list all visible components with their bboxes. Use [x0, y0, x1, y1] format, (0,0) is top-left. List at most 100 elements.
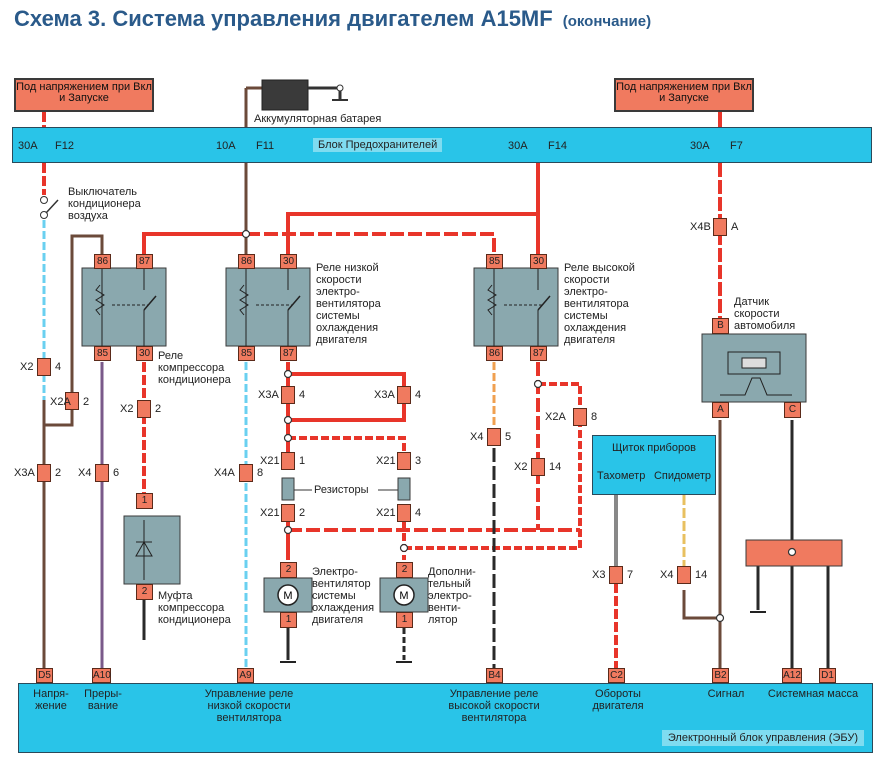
resistors-label: Резисторы: [314, 484, 369, 496]
motor-symbol: M: [399, 590, 408, 602]
ground-icons: [280, 611, 766, 663]
relay-low-pin: 85: [238, 346, 255, 361]
junction-dots: [241, 229, 797, 623]
ac-switch-icon: [40, 196, 59, 219]
connector-icon: [573, 408, 587, 426]
connector-label: X2: [120, 403, 134, 415]
connector-pin: 2: [155, 403, 162, 415]
connector-label: X4A: [214, 467, 235, 479]
fuse-block-title: Блок Предохранителей: [313, 138, 443, 152]
resistor-2-icon: [397, 477, 411, 501]
relay-low-pin: 87: [280, 346, 297, 361]
connector-pin: 3: [415, 455, 422, 467]
ecu-pin-label: Системная масса: [767, 688, 859, 700]
speed-sensor-pin: C: [784, 402, 801, 418]
power-label-right: Под напряжением при Вкл и Запуске: [614, 78, 754, 112]
diagram-title: Схема 3. Система управления двигателем A…: [14, 6, 651, 32]
relay-ac-label: Реле компрессора кондиционера: [158, 350, 231, 386]
connector-icon: [609, 566, 623, 584]
connector-label: X21: [376, 507, 396, 519]
connector-label: X21: [260, 455, 280, 467]
connector-icon: [397, 504, 411, 522]
connector-icon: [487, 428, 501, 446]
connector-label: X2A: [50, 396, 71, 408]
relay-high-label: Реле высокой скорости электро-вентилятор…: [564, 262, 635, 346]
ecu-pin: A12: [782, 668, 802, 683]
connector-pin: 14: [695, 569, 708, 581]
ecu-pin-label: Управление реле высокой скорости вентиля…: [448, 688, 540, 724]
relay-high-pin: 30: [530, 254, 547, 269]
relay-ac-pin: 85: [94, 346, 111, 361]
connector-pin: 4: [299, 389, 306, 401]
connector-label: X2: [20, 361, 34, 373]
relay-ac-icon: [81, 267, 167, 347]
connector-label: X3A: [14, 467, 35, 479]
connector-icon: [397, 452, 411, 470]
connector-pin: A: [731, 221, 739, 233]
power-label-left: Под напряжением при Вкл и Запуске: [14, 78, 154, 112]
connector-label: X3A: [258, 389, 279, 401]
connector-pin: 2: [83, 396, 90, 408]
connector-icon: [95, 464, 109, 482]
ecu-title: Электронный блок управления (ЭБУ): [661, 730, 864, 746]
connector-pin: 2: [55, 467, 62, 479]
connector-icon: [397, 386, 411, 404]
connector-icon: [37, 358, 51, 376]
relay-ac-pin: 86: [94, 254, 111, 269]
ecu-pin-label: Сигнал: [707, 688, 745, 700]
connector-label: X21: [376, 455, 396, 467]
connector-icon: [239, 464, 253, 482]
connector-pin: 8: [591, 411, 598, 423]
resistor-1-icon: [281, 477, 295, 501]
fan-main-label: Электро-вентилятор системы охлаждения дв…: [312, 566, 375, 626]
fan-main-pin: 1: [280, 612, 297, 628]
connector-label: X4B: [690, 221, 711, 233]
speed-sensor-pin: B: [712, 318, 729, 334]
relay-high-pin: 86: [486, 346, 503, 361]
compressor-clutch-icon: [123, 515, 181, 585]
connector-icon: [713, 218, 727, 236]
connector-pin: 4: [415, 507, 422, 519]
relay-high-icon: [473, 267, 559, 347]
relay-low-pin: 86: [238, 254, 255, 269]
speedometer-label: Спидометр: [653, 470, 711, 482]
motor-symbol: M: [283, 590, 292, 602]
title-main: Схема 3. Система управления двигателем A…: [14, 6, 553, 31]
fan-main-pin: 2: [280, 562, 297, 578]
connector-icon: [281, 386, 295, 404]
ecu-pin: D5: [36, 668, 53, 683]
ecu-pin-label: Управление реле низкой скорости вентилят…: [204, 688, 294, 724]
ecu-pin: A9: [237, 668, 254, 683]
relay-high-pin: 85: [486, 254, 503, 269]
fuse-rating: 30A: [18, 140, 38, 152]
connector-icon: [531, 458, 545, 476]
fuse-block: Блок Предохранителей: [12, 127, 872, 163]
fan-main-motor-icon: [263, 577, 313, 613]
relay-low-label: Реле низкой скорости электро-вентилятора…: [316, 262, 381, 346]
connector-pin: 4: [55, 361, 62, 373]
fan-aux-pin: 2: [396, 562, 413, 578]
battery-icon: [261, 79, 348, 111]
fuse-id: F14: [548, 140, 567, 152]
connector-label: X3: [592, 569, 606, 581]
fuse-rating: 30A: [690, 140, 710, 152]
connector-label: X4: [470, 431, 484, 443]
fuse-id: F11: [256, 140, 275, 152]
connector-icon: [677, 566, 691, 584]
instrument-panel: Щиток приборов Тахометр Спидометр: [592, 435, 716, 495]
connector-pin: 8: [257, 467, 264, 479]
speed-sensor-label: Датчик скорости автомобиля: [734, 296, 796, 332]
connector-icon: [65, 392, 79, 410]
connector-pin: 6: [113, 467, 120, 479]
clutch-pin: 2: [136, 584, 153, 600]
connector-pin: 1: [299, 455, 306, 467]
relay-ac-pin: 30: [136, 346, 153, 361]
ac-switch-label: Выключатель кондиционера воздуха: [68, 186, 141, 222]
battery-label: Аккумуляторная батарея: [254, 113, 382, 125]
title-suffix: (окончание): [562, 13, 652, 30]
fan-aux-pin: 1: [396, 612, 413, 628]
fuse-id: F12: [55, 140, 74, 152]
connector-pin: 4: [415, 389, 422, 401]
ecu-block: Напря-жение Преры-вание Управление реле …: [18, 683, 873, 753]
